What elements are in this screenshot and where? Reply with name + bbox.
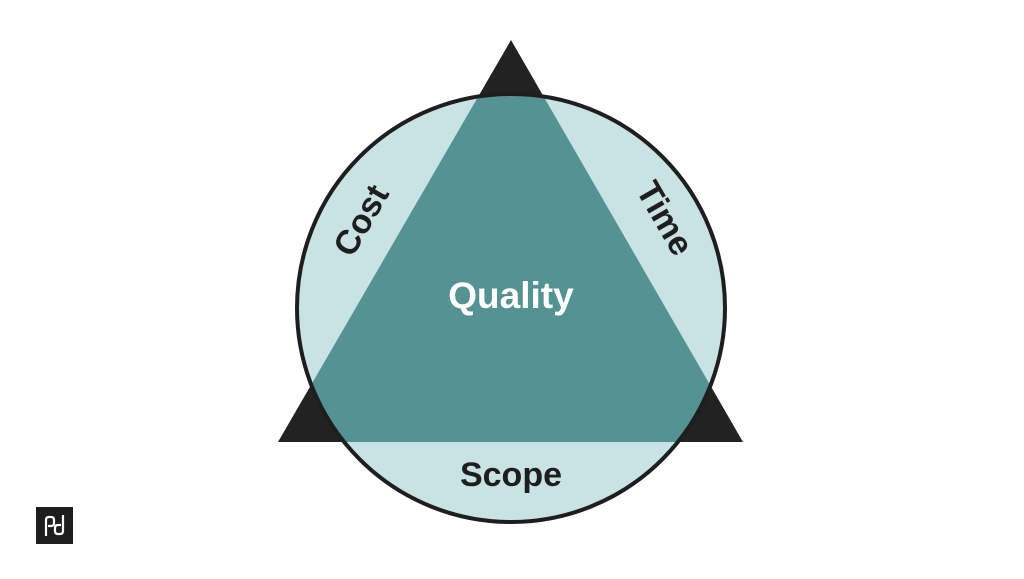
quality-triangle <box>297 94 725 442</box>
quality-label: Quality <box>448 275 574 316</box>
scope-label: Scope <box>460 456 562 494</box>
circle-outline <box>295 92 727 524</box>
pd-logo <box>36 507 73 544</box>
pd-logo-icon <box>44 515 65 536</box>
